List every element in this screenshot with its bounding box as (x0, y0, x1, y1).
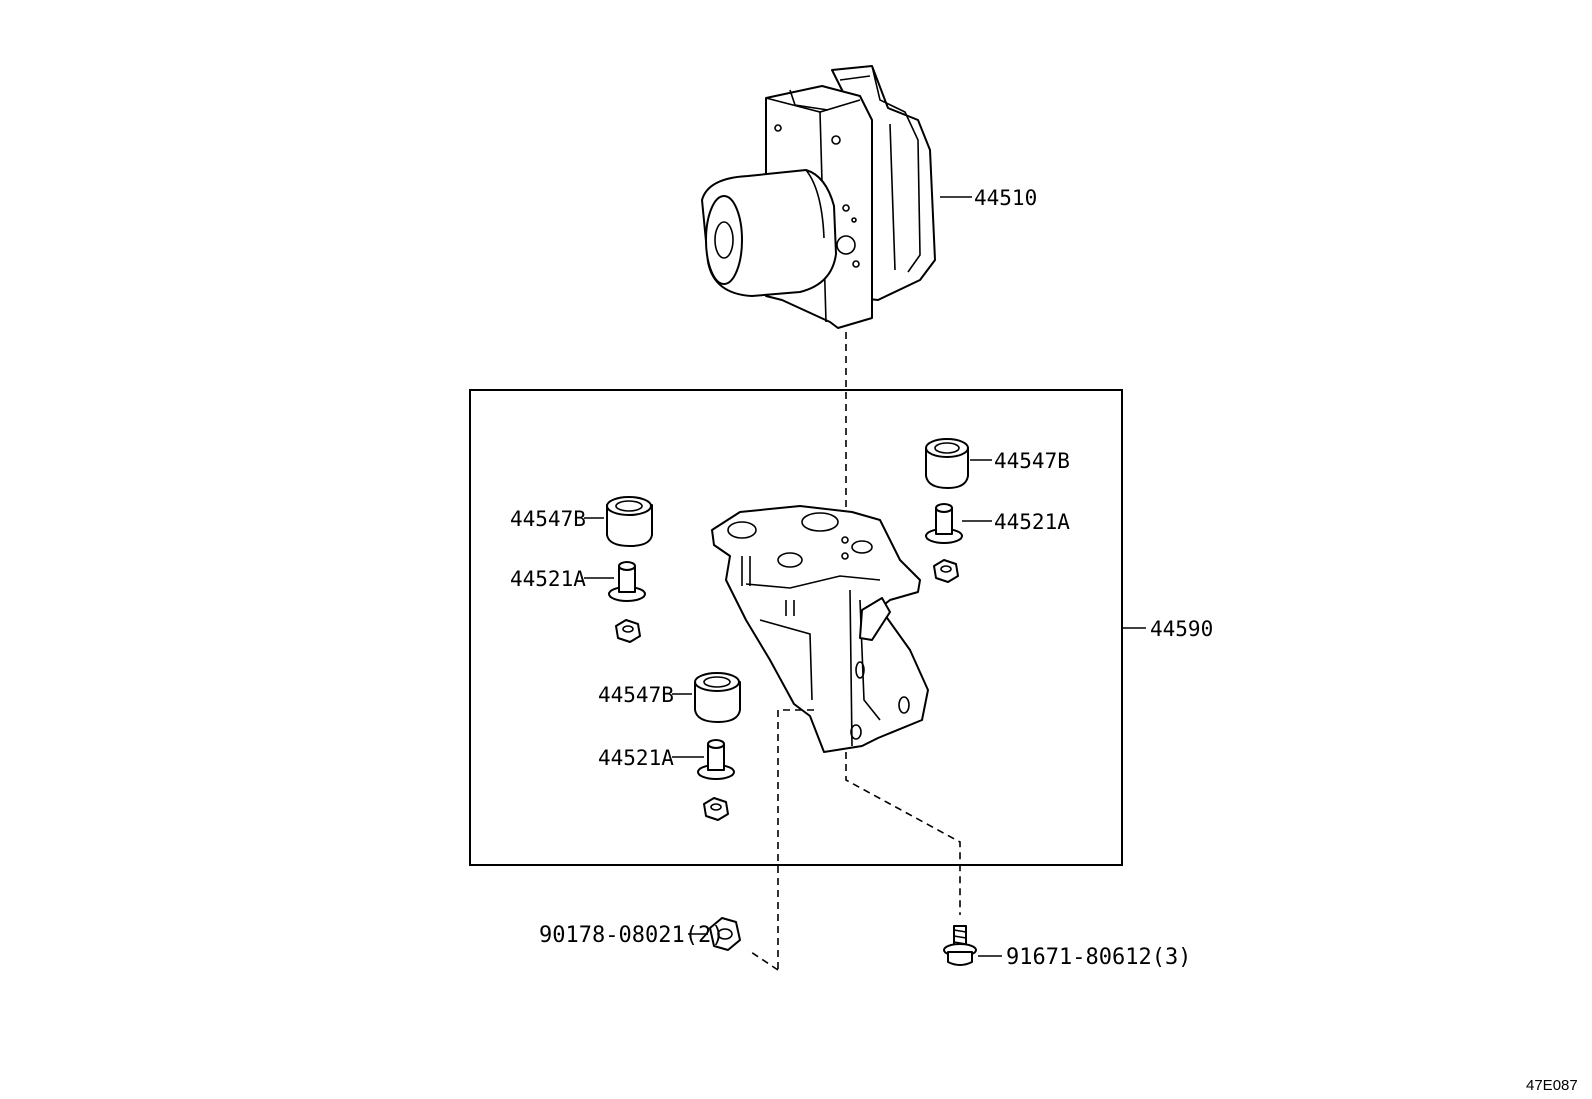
label-91671-80612: 91671-80612(3) (1006, 945, 1191, 970)
label-44521a-left: 44521A (510, 567, 586, 591)
actuator-bracket[interactable] (711, 505, 929, 753)
label-44521a-bottom: 44521A (598, 746, 674, 770)
label-44547b-left: 44547B (510, 507, 586, 531)
diagram-code: 47E087 (1526, 1077, 1578, 1094)
label-44590: 44590 (1150, 617, 1213, 641)
nut-bottom[interactable] (703, 797, 729, 821)
collar-right[interactable] (925, 503, 963, 544)
flange-nut[interactable] (709, 917, 741, 951)
cushion-bottom[interactable] (694, 672, 741, 723)
label-44547b-bottom: 44547B (598, 683, 674, 707)
flange-bolt[interactable] (943, 925, 977, 966)
nut-right[interactable] (933, 559, 959, 583)
abs-actuator[interactable] (701, 65, 936, 329)
cushion-left[interactable] (606, 496, 653, 547)
collar-bottom[interactable] (697, 739, 735, 780)
nut-left[interactable] (615, 619, 641, 643)
label-44510: 44510 (974, 186, 1037, 210)
label-90178-08021: 90178-08021(2) (539, 923, 724, 948)
cushion-right[interactable] (925, 438, 969, 489)
collar-left[interactable] (608, 561, 646, 602)
label-44521a-right: 44521A (994, 510, 1070, 534)
label-44547b-right: 44547B (994, 449, 1070, 473)
